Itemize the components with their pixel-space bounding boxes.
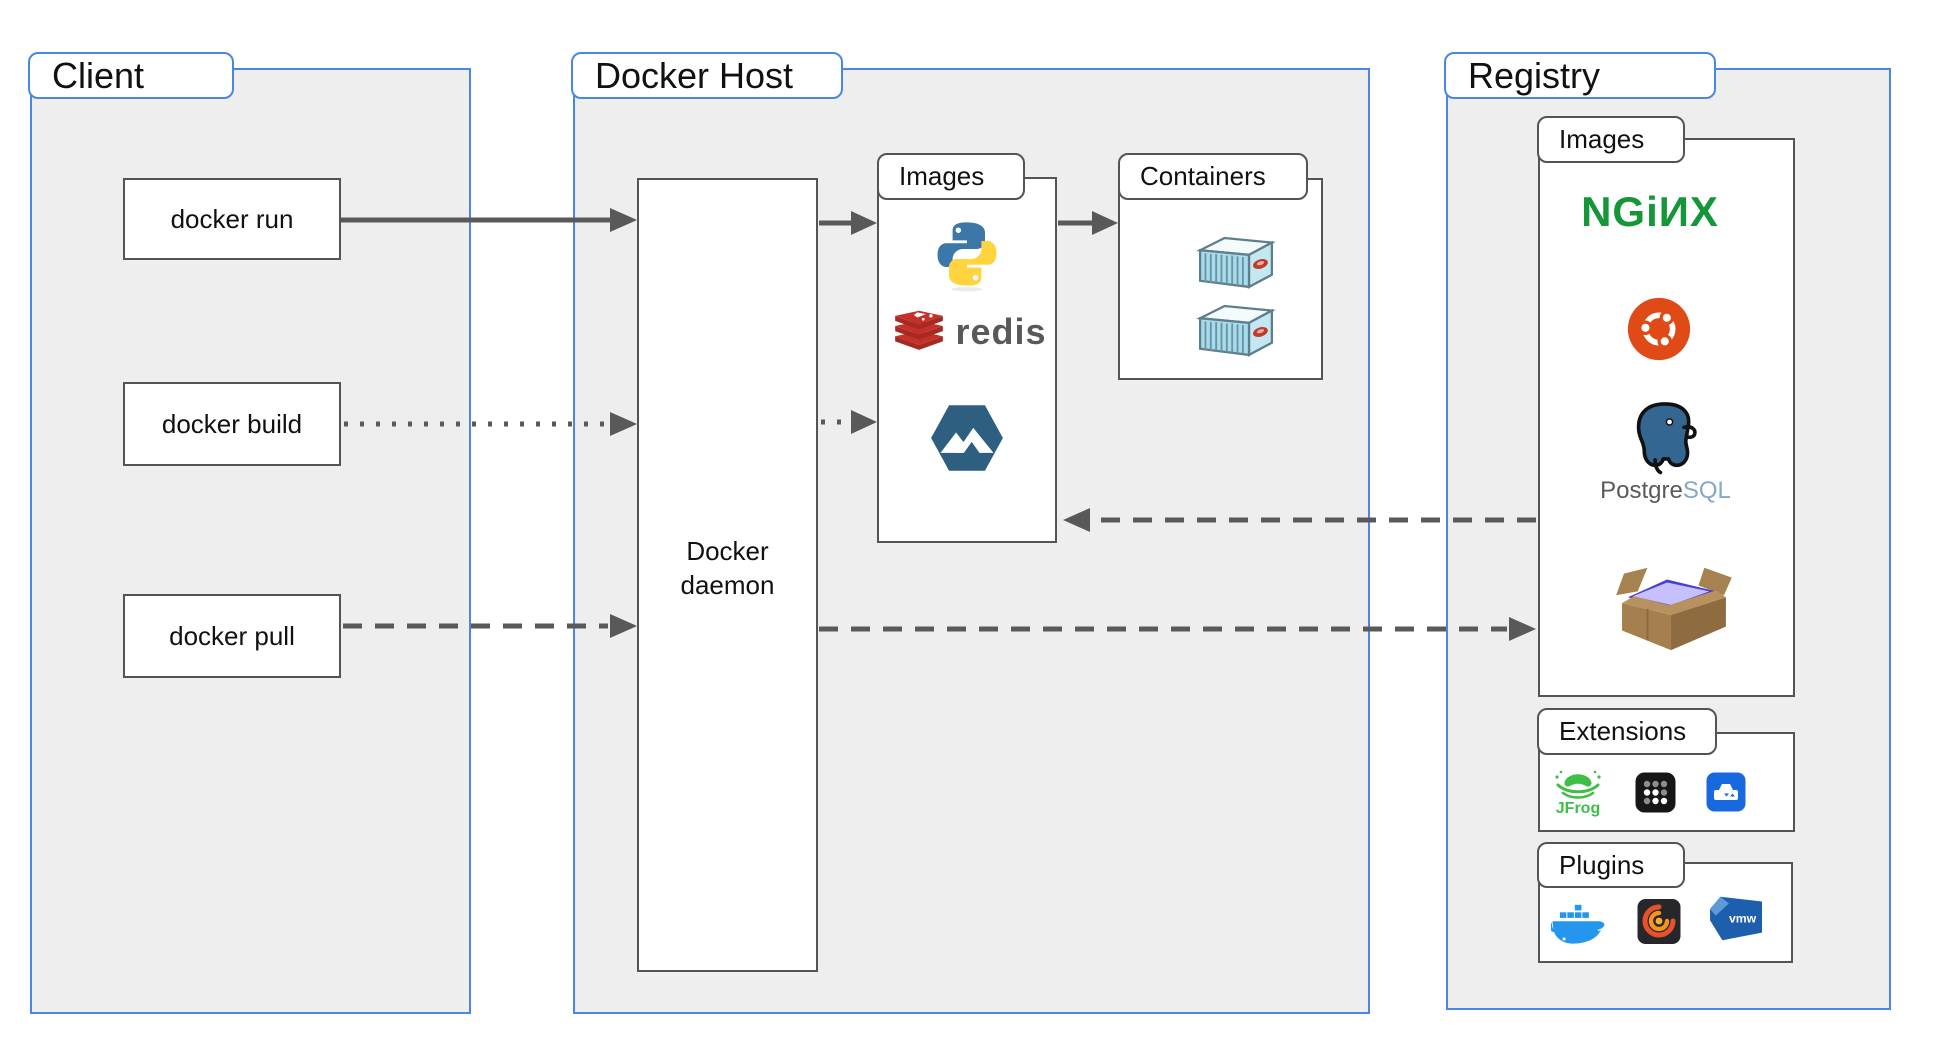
container-icon-1 [1194,232,1278,296]
registry-images-title: Images [1559,124,1645,154]
ubuntu-logo-icon [1626,296,1692,362]
vmware-label-glyph: vmw [1729,911,1757,925]
docker-run-label: docker run [170,203,294,234]
host-images-title: Images [899,161,985,191]
containers-title: Containers [1140,161,1266,191]
alpine-logo-icon [928,400,1006,476]
busybox-logo-icon [1608,558,1736,656]
jfrog-label: JFrog [1555,800,1601,817]
docker-host-title: Docker Host [595,54,794,96]
redis-logo-icon: redis [895,308,1047,356]
host-images-tab: Images [877,153,1025,200]
vmware-logo-icon: vmw [1707,893,1766,944]
nginx-logo-icon: NGiИX [1560,188,1740,236]
postgresql-label: PostgreSQL [1598,477,1733,504]
nginx-label: NGiИX [1581,188,1719,235]
containers-tab: Containers [1118,153,1308,200]
extension-grid-icon [1635,772,1676,813]
registry-title-tab: Registry [1444,52,1716,99]
host-images-box [877,177,1057,543]
disk-drive-icon [1706,772,1746,812]
postgresql-logo-icon [1628,400,1702,480]
python-logo-icon [931,216,1003,292]
jfrog-logo-icon: JFrog [1550,764,1606,820]
registry-title: Registry [1468,54,1601,96]
plugins-tab: Plugins [1537,842,1685,888]
postgres-label-part2: SQL [1682,477,1731,504]
docker-daemon-box: Docker daemon [637,178,818,972]
docker-run-box: docker run [123,178,341,260]
extensions-tab: Extensions [1537,708,1717,755]
extensions-title: Extensions [1559,716,1687,746]
client-title: Client [52,54,145,96]
docker-pull-box: docker pull [123,594,341,678]
client-title-tab: Client [28,52,234,99]
docker-daemon-label: Docker daemon [680,536,775,600]
docker-host-title-tab: Docker Host [571,52,843,99]
docker-build-label: docker build [161,408,303,439]
docker-pull-label: docker pull [169,620,295,651]
docker-build-box: docker build [123,382,341,466]
plugins-title: Plugins [1559,849,1645,880]
redis-label: redis [955,311,1047,352]
container-icon-2 [1194,300,1278,364]
grafana-logo-icon [1637,898,1681,945]
postgres-label-part1: Postgre [1600,477,1683,504]
registry-images-tab: Images [1537,116,1685,163]
docker-whale-icon [1551,901,1609,947]
redis-cube-icon [895,310,944,350]
